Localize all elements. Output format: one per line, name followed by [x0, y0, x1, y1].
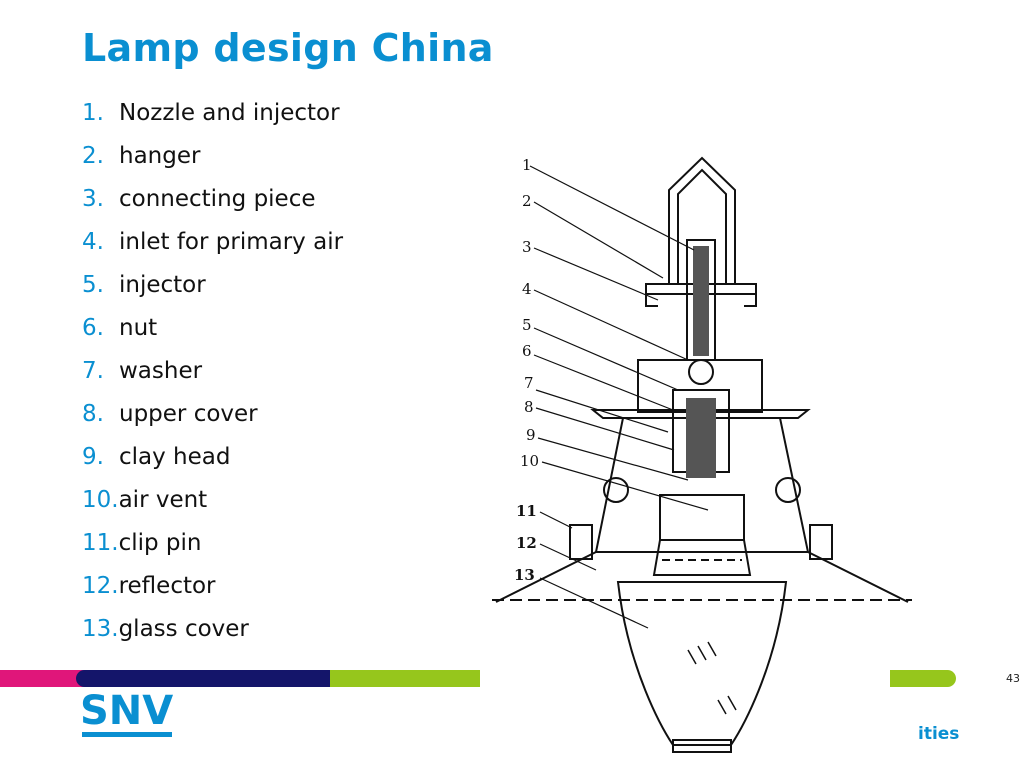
tagline-text: ities [918, 724, 960, 744]
parts-list: 1. Nozzle and injector 2. hanger 3. connect… [82, 100, 343, 659]
list-number: 13. [82, 616, 119, 642]
list-item: 11.clip pin [82, 530, 343, 573]
list-item: 5. injector [82, 272, 343, 315]
list-text: Nozzle and injector [119, 100, 340, 126]
list-item: 2. hanger [82, 143, 343, 186]
list-number: 1. [82, 100, 104, 126]
callout-label: 2 [522, 192, 532, 210]
footer-stripe-green [330, 670, 480, 687]
list-text: injector [119, 272, 206, 298]
callout-label: 12 [516, 534, 537, 552]
list-text: clip pin [118, 530, 202, 556]
list-item: 6. nut [82, 315, 343, 358]
list-number: 10. [82, 487, 119, 513]
callout-label: 13 [514, 566, 535, 584]
list-number: 9. [82, 444, 104, 470]
list-text: nut [119, 315, 158, 341]
list-number: 7. [82, 358, 104, 384]
list-text: hanger [119, 143, 201, 169]
slide-title: Lamp design China [82, 26, 494, 70]
footer-stripe-green-end [890, 670, 956, 687]
callout-label: 4 [522, 280, 532, 298]
list-text: inlet for primary air [119, 229, 344, 255]
callout-label: 8 [524, 398, 534, 416]
list-number: 11. [82, 530, 119, 556]
list-number: 12. [82, 573, 119, 599]
list-item: 3. connecting piece [82, 186, 343, 229]
list-number: 3. [82, 186, 104, 212]
list-text: connecting piece [119, 186, 316, 212]
callout-label: 6 [522, 342, 532, 360]
callout-label: 9 [526, 426, 536, 444]
list-item: 10.air vent [82, 487, 343, 530]
callout-label: 1 [522, 156, 532, 174]
list-item: 12.reflector [82, 573, 343, 616]
callout-label: 11 [516, 502, 537, 520]
list-item: 8. upper cover [82, 401, 343, 444]
list-item: 9. clay head [82, 444, 343, 487]
list-number: 5. [82, 272, 104, 298]
list-text: washer [119, 358, 203, 384]
callout-label: 5 [522, 316, 532, 334]
list-text: reflector [118, 573, 216, 599]
footer-stripe-navy [76, 670, 340, 687]
list-text: clay head [119, 444, 231, 470]
callout-label: 7 [524, 374, 534, 392]
list-item: 7. washer [82, 358, 343, 401]
page-number: 43 [1006, 672, 1020, 685]
list-item: 13.glass cover [82, 616, 343, 659]
list-text: air vent [118, 487, 208, 513]
callout-label: 3 [522, 238, 532, 256]
list-number: 6. [82, 315, 104, 341]
list-number: 8. [82, 401, 104, 427]
list-number: 2. [82, 143, 104, 169]
footer-stripe-pink [0, 670, 92, 687]
callout-label: 10 [520, 452, 539, 470]
list-number: 4. [82, 229, 104, 255]
list-text: glass cover [118, 616, 249, 642]
logo-text: SNV [80, 688, 173, 734]
list-item: 1. Nozzle and injector [82, 100, 343, 143]
list-item: 4. inlet for primary air [82, 229, 343, 272]
lamp-diagram: 1 2 3 4 5 6 7 8 9 10 11 12 13 [492, 156, 912, 753]
snv-logo: SNV [80, 688, 180, 748]
list-text: upper cover [119, 401, 258, 427]
